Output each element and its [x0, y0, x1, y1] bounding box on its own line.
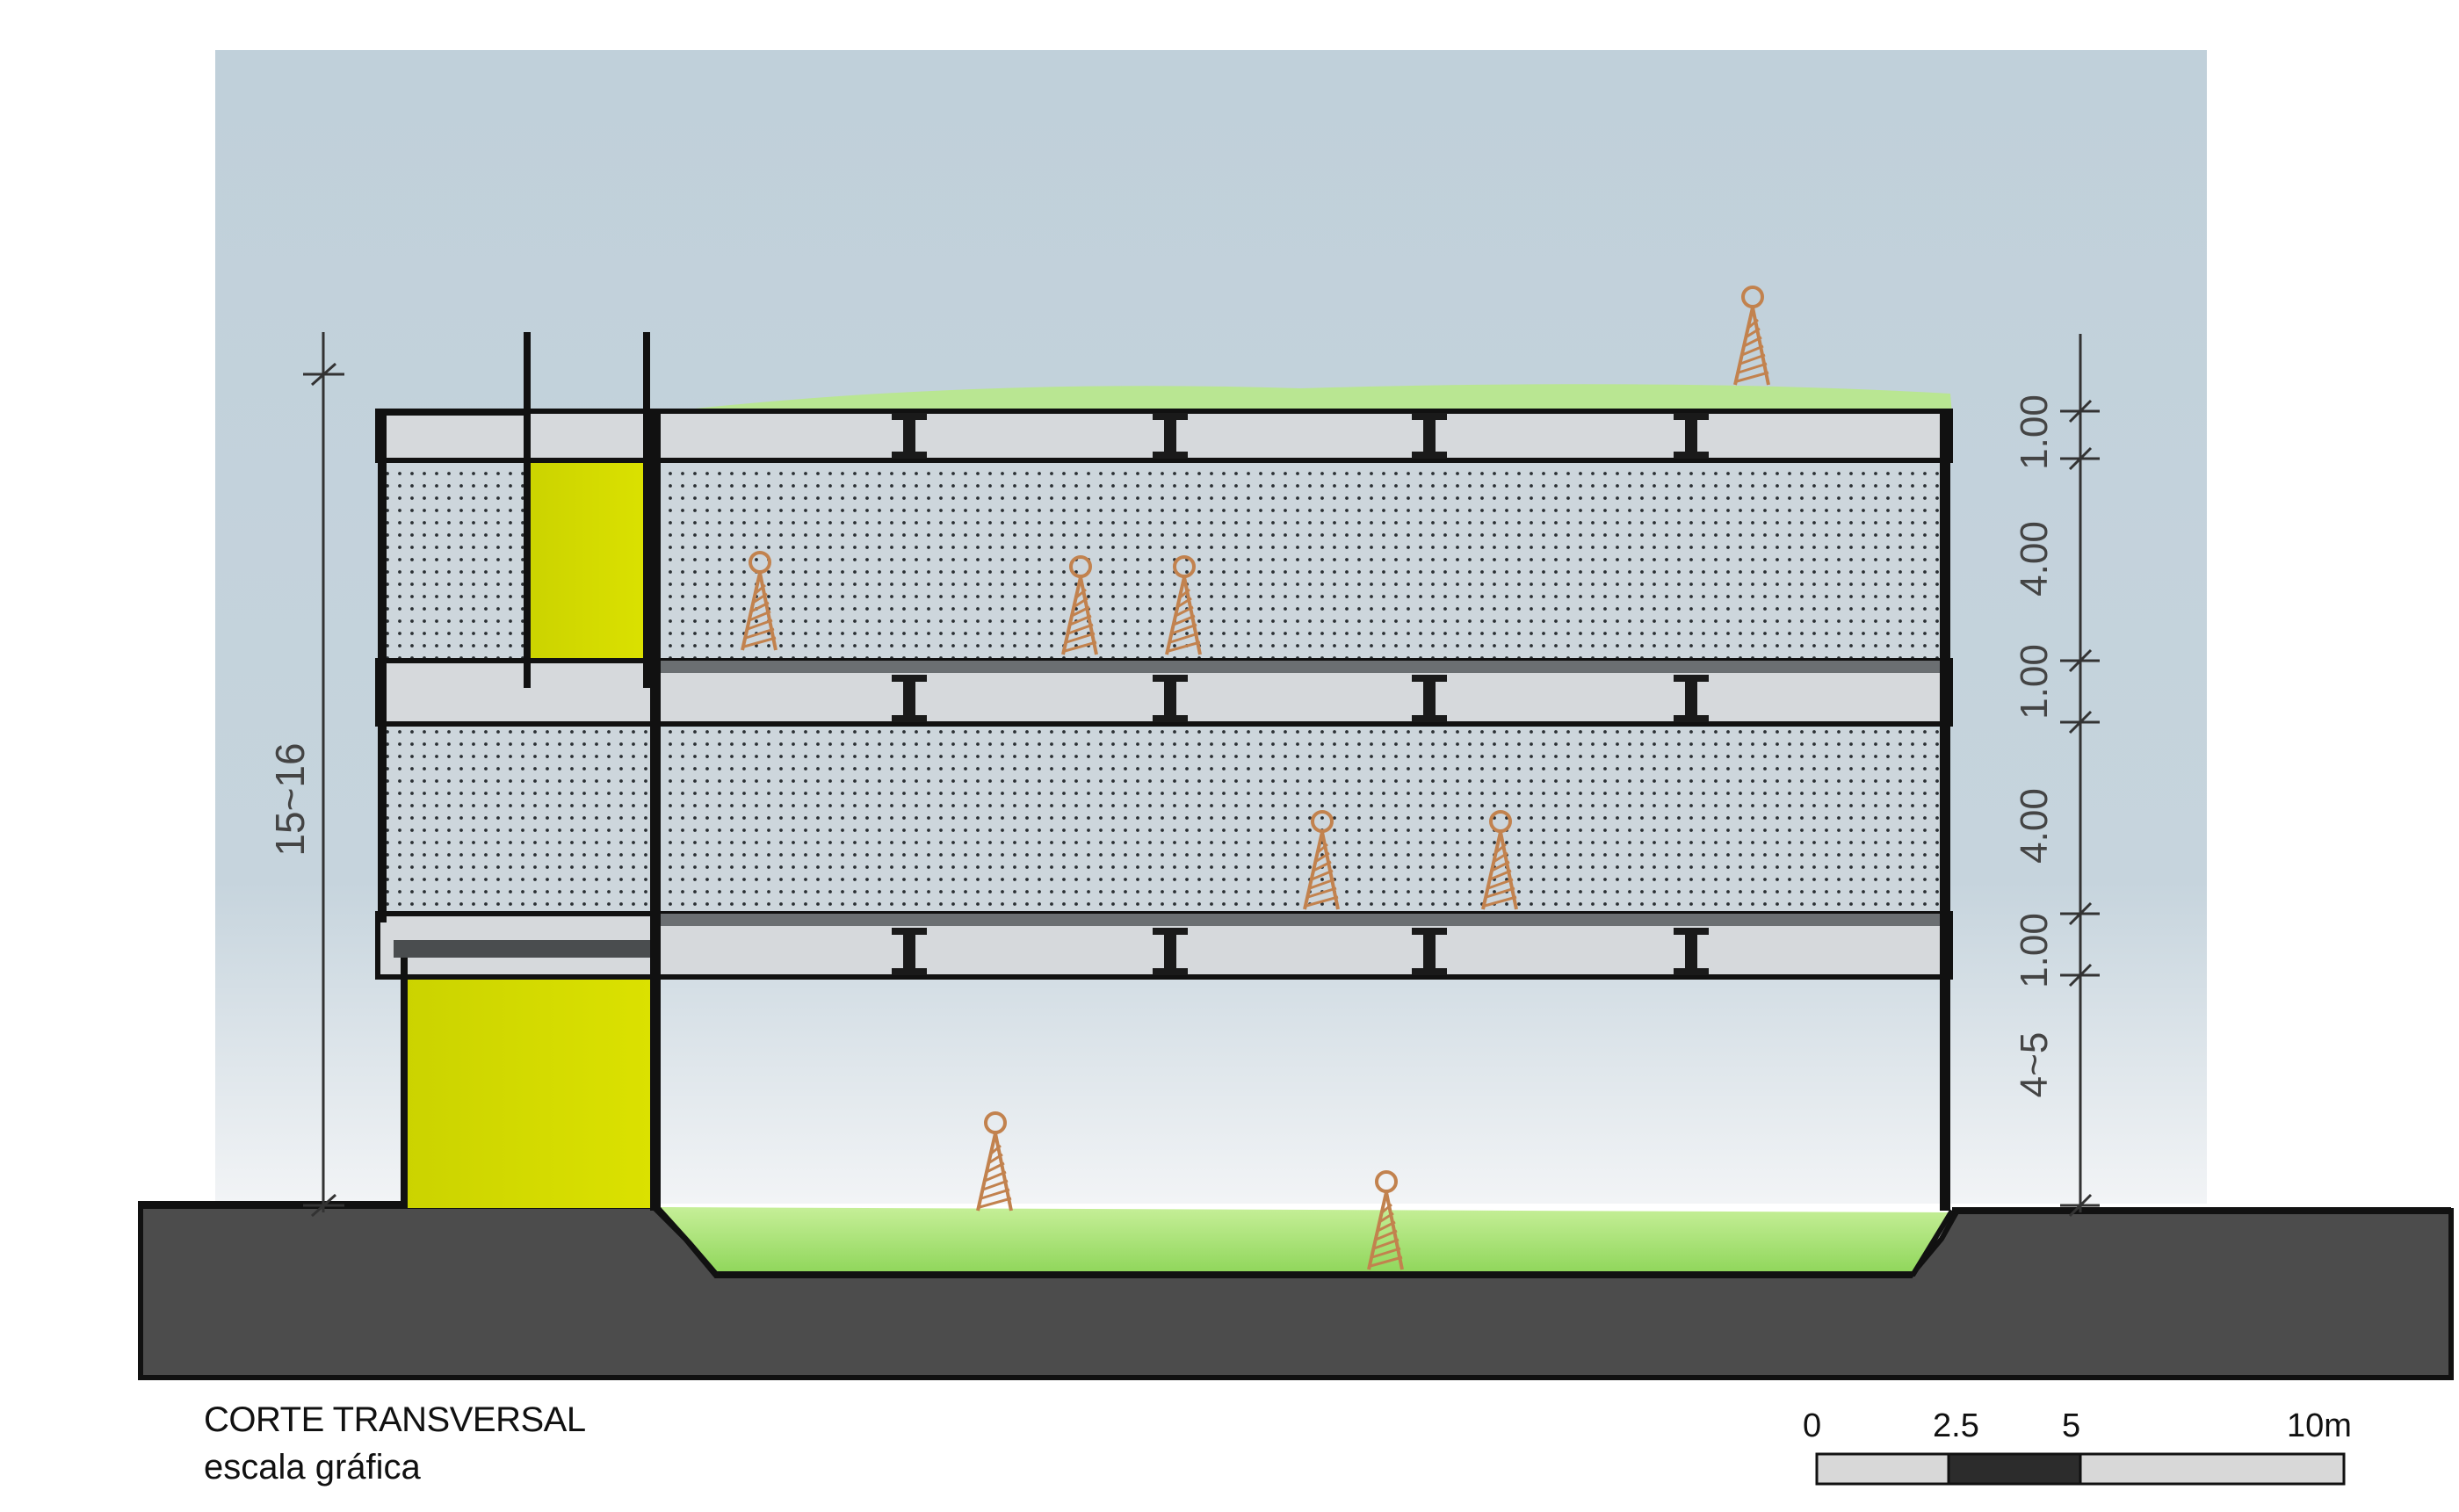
- beam: [1674, 675, 1709, 722]
- scale-bar: [1815, 1452, 2346, 1486]
- scale-label-10m: 10m: [2287, 1407, 2352, 1444]
- person-figure: [1733, 286, 1770, 386]
- left-wing-dotted: [384, 459, 527, 678]
- beam: [1674, 928, 1709, 975]
- dimension-tick-slash: [2068, 710, 2093, 734]
- main-right-wall: [1940, 411, 1950, 1211]
- roof-grass: [655, 384, 1952, 415]
- dim-ground-level: 4~5: [2013, 1032, 2056, 1098]
- person-figure: [1061, 555, 1098, 655]
- beam: [1412, 413, 1447, 459]
- section-subtitle: escala gráfica: [204, 1448, 421, 1487]
- left-outer-wall: [378, 411, 387, 922]
- dim-upper-floor: 4.00: [2013, 521, 2056, 597]
- dimension-tick-slash: [2068, 446, 2093, 471]
- total-height-text: 15~16: [267, 742, 313, 856]
- beams: [892, 413, 1709, 975]
- human-figures: [741, 286, 1770, 1270]
- dimension-tick-slash: [2068, 399, 2093, 423]
- vertical-core-lower: [406, 958, 650, 1208]
- beam: [1153, 413, 1188, 459]
- beam: [1412, 928, 1447, 975]
- scale-segment-2: [2079, 1452, 2346, 1486]
- person-figure: [1367, 1170, 1404, 1270]
- dimension-tick-slash: [2068, 648, 2093, 673]
- beam: [1412, 675, 1447, 722]
- dimension-tick-slash: [2068, 963, 2093, 988]
- dimension-tick-slash: [2068, 1193, 2093, 1218]
- scale-label-2-5: 2.5: [1933, 1407, 1979, 1444]
- dim-mid-slab: 1.00: [2013, 644, 2056, 720]
- courtyard-grass: [657, 1207, 1952, 1274]
- person-figure: [741, 551, 777, 651]
- beam: [1153, 928, 1188, 975]
- beam: [892, 675, 927, 722]
- scale-label-0: 0: [1803, 1407, 1822, 1444]
- scale-label-5: 5: [2062, 1407, 2081, 1444]
- beam: [1153, 675, 1188, 722]
- beam: [892, 928, 927, 975]
- dim-lower-floor: 4.00: [2013, 788, 2056, 864]
- dimension-tick-slash: [2068, 901, 2093, 926]
- lower-floor-space: [657, 727, 1942, 914]
- person-figure: [1165, 555, 1202, 655]
- main-left-wall: [650, 411, 661, 1211]
- total-height-label: 15~16: [267, 742, 313, 856]
- beam: [892, 413, 927, 459]
- upper-floor-space: [657, 459, 1942, 661]
- right-dimension-ticks: [2060, 399, 2100, 1218]
- person-figure: [1303, 810, 1340, 910]
- section-title: CORTE TRANSVERSAL: [204, 1400, 586, 1439]
- person-figure: [976, 1111, 1013, 1212]
- scale-segment-1: [1947, 1452, 2082, 1486]
- core-wall-left: [524, 332, 531, 688]
- dim-roof-slab: 1.00: [2013, 394, 2056, 470]
- person-figure: [1481, 810, 1518, 910]
- total-height-dimension: [303, 332, 344, 1218]
- core-wall-right: [643, 332, 650, 688]
- beam: [1674, 413, 1709, 459]
- scale-segment-0: [1815, 1452, 1950, 1486]
- dim-first-slab: 1.00: [2013, 913, 2056, 988]
